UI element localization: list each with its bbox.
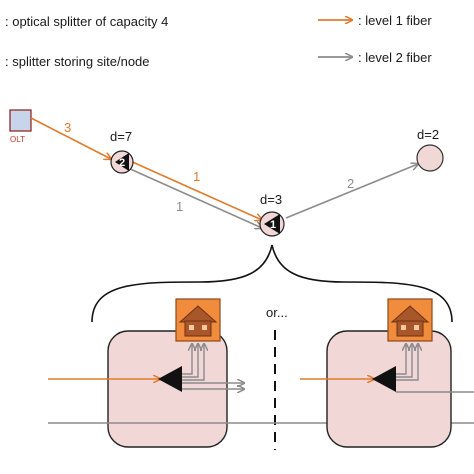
house-icon	[387, 298, 433, 342]
olt: OLT	[9, 109, 32, 144]
olt-label: OLT	[10, 135, 25, 144]
detail-right	[300, 298, 474, 448]
edge-olt-n7-label: 3	[64, 120, 71, 135]
legend-site-text: : splitter storing site/node	[5, 54, 150, 69]
legend-level1-text: : level 1 fiber	[358, 13, 432, 28]
node-d2-site	[416, 144, 444, 172]
drop-fiber-1	[182, 344, 192, 375]
drop-fiber-r3	[396, 344, 418, 381]
node-d7-demand: d=7	[110, 129, 132, 144]
drop-fiber-r1	[396, 344, 406, 375]
edge-n7-n3-level1-label: 1	[193, 169, 200, 184]
legend-splitter-text: : optical splitter of capacity 4	[5, 14, 168, 29]
drop-fiber-3	[182, 344, 204, 381]
triangle-splitter-icon	[158, 366, 182, 392]
olt-box-icon	[9, 109, 32, 132]
triangle-splitter-icon	[372, 366, 396, 392]
or-label: or...	[266, 305, 288, 320]
triangle-splitter-icon	[115, 153, 129, 171]
node-d7: d=7 2	[110, 129, 134, 174]
edge-n7-n3-level2-label: 1	[176, 199, 183, 214]
node-d3: d=3 1	[259, 192, 285, 237]
node-d2: d=2	[416, 127, 444, 172]
detail-left	[48, 298, 474, 448]
drop-fiber-r2	[396, 344, 412, 378]
edge-n7-n3-level2	[127, 167, 262, 228]
legend: : optical splitter of capacity 4 : split…	[5, 13, 432, 69]
triangle-splitter-icon	[264, 214, 280, 234]
edge-n3-n2-label: 2	[347, 176, 354, 191]
edge-n7-n3-level1	[127, 159, 262, 220]
node-d3-splitter-count: 1	[270, 219, 276, 231]
node-d7-splitter-count: 2	[119, 157, 125, 169]
edge-olt-n7	[30, 117, 111, 159]
legend-level2-text: : level 2 fiber	[358, 50, 432, 65]
site-box-right	[326, 330, 452, 448]
node-d2-demand: d=2	[417, 127, 439, 142]
house-icon	[175, 298, 221, 342]
edge-n3-n2	[285, 164, 418, 219]
node-d3-demand: d=3	[260, 192, 282, 207]
detail-brace	[91, 244, 453, 323]
drop-fiber-2	[182, 344, 198, 378]
edges: 3 1 1 2	[30, 117, 418, 228]
